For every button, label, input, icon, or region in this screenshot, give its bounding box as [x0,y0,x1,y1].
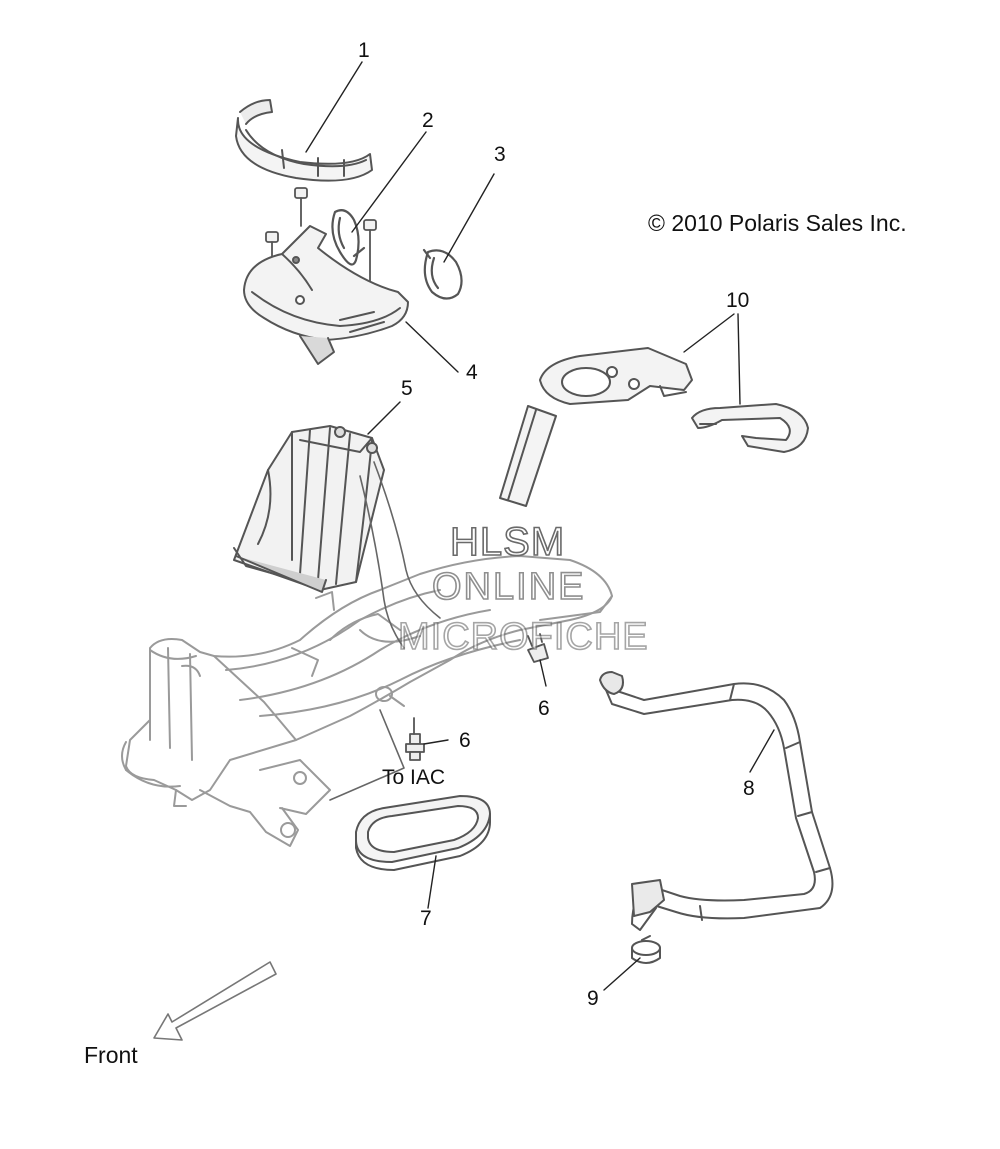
leader-lines [305,61,775,991]
part-3-clamp [422,248,463,300]
part-6-fitting-left [405,717,425,761]
part-4-bracket [243,225,409,365]
part-10-mount-plate [499,347,693,507]
callout-2: 2 [422,109,434,132]
watermark-line-1: HLSM [449,520,566,564]
copyright-notice: © 2010 Polaris Sales Inc. [648,210,907,236]
callout-3: 3 [494,143,506,166]
frame-hoses [329,461,441,801]
callout-1: 1 [358,39,370,62]
front-label: Front [84,1042,138,1068]
part-6-fitting-right [527,633,549,663]
part-1-seal-strip [235,99,373,182]
part-2-clamp [331,209,366,266]
callout-4: 4 [466,361,478,384]
callout-6-upper: 6 [538,697,550,720]
to-iac-label: To IAC [382,766,446,789]
callout-8: 8 [743,777,755,800]
callout-9: 9 [587,987,599,1010]
part-7-gasket [355,795,491,871]
watermark-line-2: ONLINE [431,566,586,608]
watermark-line-3: MICROFICHE [397,616,649,658]
callout-10: 10 [726,289,750,312]
part-10-handle [691,403,809,453]
callout-5: 5 [401,377,413,400]
part-9-clamp [631,935,661,964]
bolts [265,187,377,283]
part-5-filter-box [233,425,385,593]
front-arrow [153,961,277,1041]
callout-7: 7 [420,907,432,930]
part-8-hose [599,671,834,931]
callout-6-lower: 6 [459,729,471,752]
vehicle-frame [121,555,613,847]
